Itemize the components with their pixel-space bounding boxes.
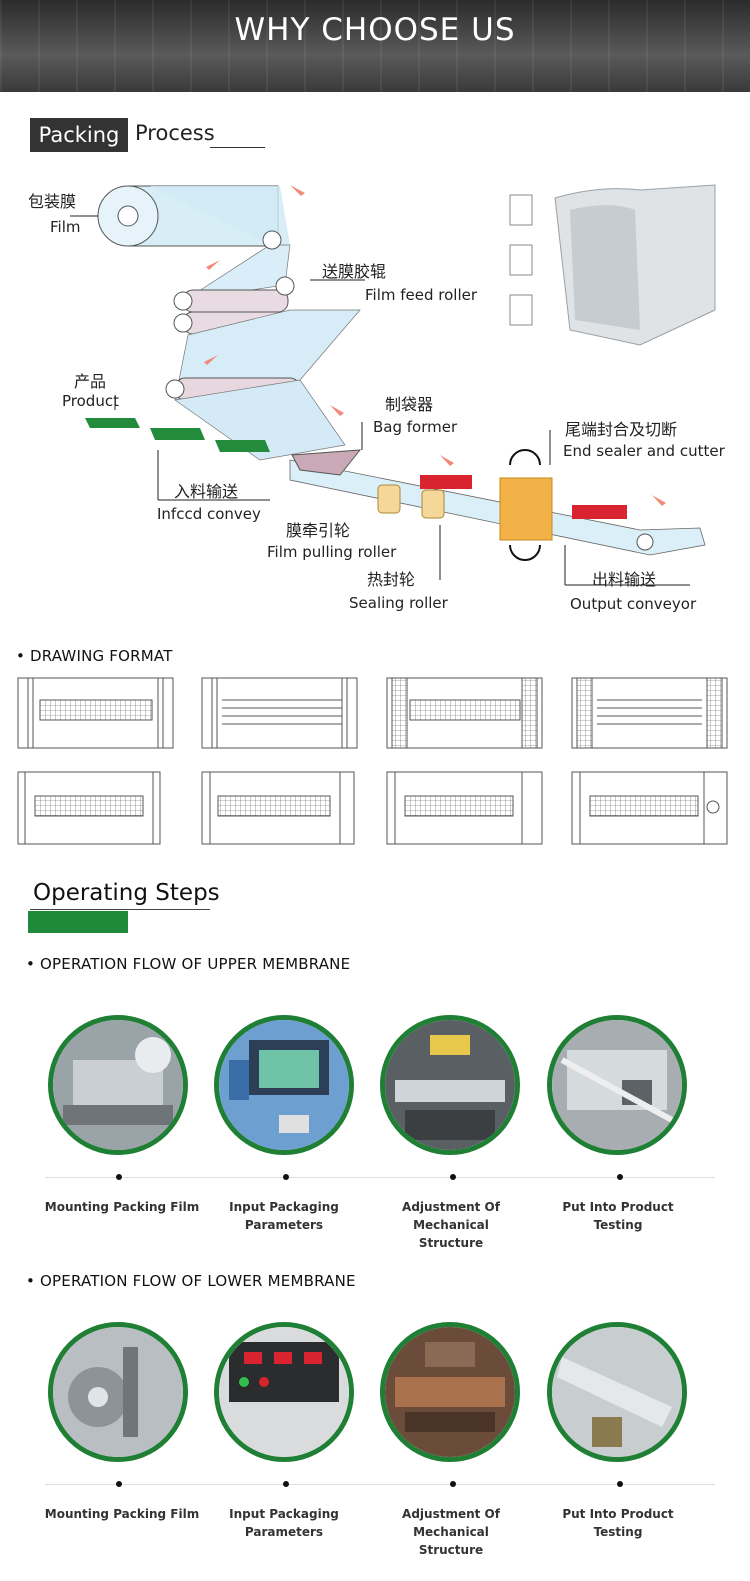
operating-steps-title: Operating Steps	[33, 880, 220, 906]
lower-membrane-heading: • OPERATION FLOW OF LOWER MEMBRANE	[26, 1272, 356, 1290]
lower-step-1-line1: Mounting Packing Film	[44, 1507, 200, 1521]
upper-step-1-caption: Mounting Packing Film	[37, 1198, 207, 1216]
drawing-format-heading-text: DRAWING FORMAT	[30, 647, 173, 665]
lower-step-1-photo	[48, 1322, 188, 1462]
upper-timeline	[45, 1177, 715, 1178]
label-product-en: Product	[62, 392, 119, 410]
label-product-cn: 产品	[74, 372, 107, 391]
lower-step-3-line1: Adjustment Of Mechanical	[402, 1507, 500, 1539]
label-seal-en: Sealing roller	[349, 594, 448, 612]
banner-title: WHY CHOOSE US	[234, 12, 516, 48]
upper-step-3-line1: Adjustment Of Mechanical	[402, 1200, 500, 1232]
operating-steps-underline	[30, 909, 210, 910]
lower-step-4-line2: Testing	[593, 1525, 643, 1539]
format-4	[571, 677, 728, 749]
lower-step-3-line2: Structure	[418, 1543, 484, 1557]
upper-dot-4	[617, 1174, 623, 1180]
upper-step-3-photo	[380, 1015, 520, 1155]
packing-title-underline	[210, 147, 265, 148]
label-end-en: End sealer and cutter	[563, 442, 725, 460]
format-6	[201, 771, 355, 845]
upper-membrane-heading-text: OPERATION FLOW OF UPPER MEMBRANE	[40, 955, 351, 973]
upper-step-4-photo	[547, 1015, 687, 1155]
format-1	[17, 677, 174, 749]
upper-step-1-line1: Mounting Packing Film	[44, 1200, 200, 1214]
lower-dot-3	[450, 1481, 456, 1487]
format-3	[386, 677, 543, 749]
upper-step-1-photo	[48, 1015, 188, 1155]
label-infeed-cn: 入料输送	[174, 482, 239, 501]
drawing-format-grid	[17, 677, 728, 845]
label-former-cn: 制袋器	[385, 395, 434, 414]
packing-process-diagram	[70, 184, 716, 586]
lower-membrane-heading-text: OPERATION FLOW OF LOWER MEMBRANE	[40, 1272, 356, 1290]
upper-step-2-line1: Input Packaging	[229, 1200, 339, 1214]
label-feed-cn: 送膜胶辊	[322, 262, 387, 281]
lower-dot-1	[116, 1481, 122, 1487]
lower-step-4-photo	[547, 1322, 687, 1462]
lower-timeline	[45, 1484, 715, 1485]
format-7	[386, 771, 543, 845]
upper-step-4-line1: Put Into Product	[562, 1200, 674, 1214]
label-former-en: Bag former	[373, 418, 458, 436]
label-output-cn: 出料输送	[592, 570, 657, 589]
lower-step-2-photo	[214, 1322, 354, 1462]
label-film-en: Film	[50, 218, 81, 236]
upper-step-2-line2: Parameters	[244, 1218, 324, 1232]
label-pull-cn: 膜牵引轮	[286, 521, 351, 540]
format-5	[17, 771, 161, 845]
lower-step-2-line1: Input Packaging	[229, 1507, 339, 1521]
packing-title-box: Packing	[30, 118, 128, 152]
label-pull-en: Film pulling roller	[267, 543, 397, 561]
packing-title-rest: Process	[135, 121, 215, 145]
label-seal-cn: 热封轮	[367, 570, 416, 589]
format-2	[201, 677, 358, 749]
upper-step-3-line2: Structure	[418, 1236, 484, 1250]
upper-dot-3	[450, 1174, 456, 1180]
label-output-en: Output conveyor	[570, 595, 697, 613]
lower-step-1-caption: Mounting Packing Film	[37, 1505, 207, 1523]
drawing-format-heading: • DRAWING FORMAT	[16, 647, 173, 665]
label-film-cn: 包装膜	[28, 192, 77, 211]
label-infeed-en: Infccd convey	[157, 505, 261, 523]
operating-steps-accent-bar	[28, 911, 128, 933]
upper-membrane-heading: • OPERATION FLOW OF UPPER MEMBRANE	[26, 955, 351, 973]
upper-dot-1	[116, 1174, 122, 1180]
lower-dot-2	[283, 1481, 289, 1487]
label-feed-en: Film feed roller	[365, 286, 478, 304]
label-end-cn: 尾端封合及切断	[565, 420, 678, 439]
format-8	[571, 771, 728, 845]
upper-dot-2	[283, 1174, 289, 1180]
lower-step-4-line1: Put Into Product	[562, 1507, 674, 1521]
lower-dot-4	[617, 1481, 623, 1487]
lower-step-2-line2: Parameters	[244, 1525, 324, 1539]
lower-step-3-photo	[380, 1322, 520, 1462]
upper-step-2-photo	[214, 1015, 354, 1155]
upper-step-4-line2: Testing	[593, 1218, 643, 1232]
header-banner: WHY CHOOSE US	[0, 0, 750, 92]
